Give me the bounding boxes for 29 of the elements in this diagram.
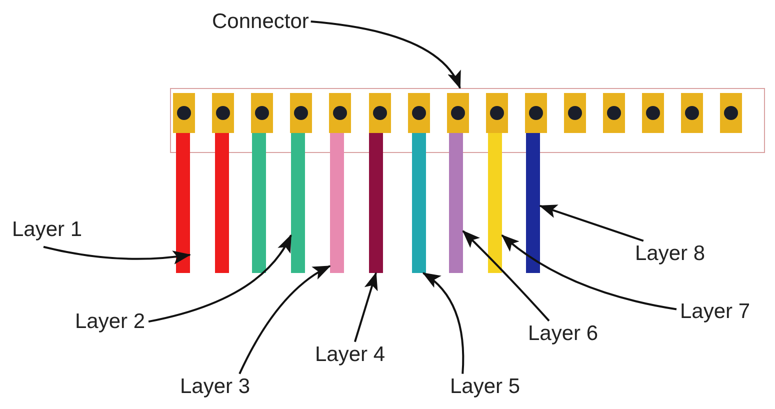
flex-layer-strip [526,133,540,273]
leader-arrow [310,20,461,89]
callout-label: Layer 3 [180,375,250,398]
flex-layer-strip [412,133,426,273]
flex-layer-strip [215,133,229,273]
leader-arrow [43,246,191,264]
callout-label: Layer 8 [635,242,706,266]
connector-housing [170,88,765,153]
flex-layer-strip [488,133,502,273]
callout-label: Connector [212,10,309,34]
leader-arrow [422,272,464,374]
flex-layer-strip [291,133,305,273]
leader-arrow [148,234,292,323]
callout-label: Layer 1 [12,218,82,242]
leader-arrow [539,204,644,242]
callout-label: Layer 5 [450,375,520,398]
leader-arrow [501,234,677,310]
leader-arrow [354,272,378,342]
callout-label: Layer 4 [315,343,386,366]
flex-layer-strip [449,133,463,273]
callout-label: Layer 6 [528,322,598,346]
flex-layer-strip [330,133,344,273]
leader-arrow [238,265,331,374]
flex-layer-strip [369,133,383,273]
flex-layer-strip [176,133,190,273]
callout-label: Layer 7 [680,300,750,324]
leader-arrow [462,230,550,322]
callout-label: Layer 2 [75,310,146,334]
flex-layer-strip [252,133,266,273]
